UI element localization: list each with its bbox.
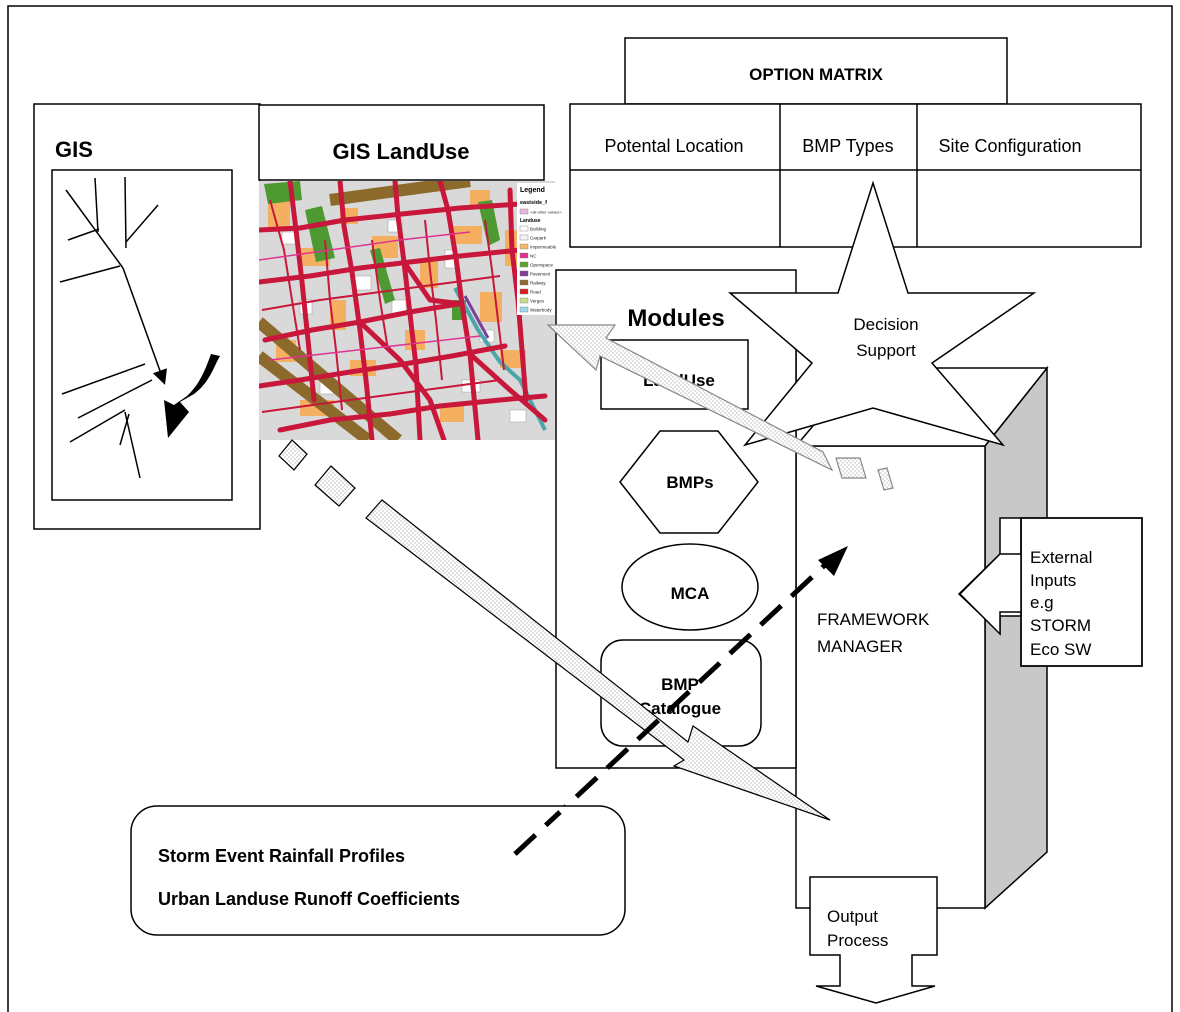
output-process-arrow: Output Process [809, 876, 938, 1004]
legend-field: Landuse [520, 218, 541, 224]
option-matrix-table [569, 103, 1142, 248]
legend-label: Openspace [530, 263, 554, 268]
data-source-rainfall: Storm Event Rainfall Profiles [158, 846, 405, 866]
legend-swatch [519, 261, 529, 268]
legend-swatch [519, 297, 529, 304]
output-process-line-1: Output [827, 907, 878, 926]
external-inputs-line-3: e.g [1030, 593, 1054, 612]
data-sources-box: Storm Event Rainfall Profiles Urban Land… [130, 805, 626, 936]
legend-swatch [519, 279, 529, 286]
legend-swatch [519, 288, 529, 295]
external-inputs-line-4: STORM [1030, 616, 1091, 635]
module-mca-label: MCA [671, 584, 710, 603]
gis-panel: GIS [33, 103, 261, 530]
legend-label: Carpark [530, 236, 547, 241]
legend-swatch [519, 270, 529, 277]
gis-landuse-title: GIS LandUse [333, 139, 470, 164]
external-inputs-box [1020, 517, 1143, 667]
legend-label: Building [530, 227, 547, 232]
legend-label: Railway [530, 281, 547, 286]
curved-flow-arrow-icon [164, 354, 220, 438]
column-site-configuration: Site Configuration [938, 136, 1081, 156]
external-inputs-line-1: External [1030, 548, 1092, 567]
legend-swatch [519, 252, 529, 259]
gis-title: GIS [55, 137, 93, 162]
legend-label: Pavement [530, 272, 551, 277]
decision-support-star: Decision Support [727, 180, 1037, 447]
legend-title: Legend [520, 187, 545, 194]
external-inputs-line-5: Eco SW [1030, 640, 1091, 659]
landuse-map-image [259, 181, 555, 440]
modules-title: Modules [627, 305, 724, 332]
option-matrix-header [624, 37, 1008, 105]
legend-other-values: <all other values> [530, 210, 562, 215]
external-inputs-arrow: External Inputs e.g STORM Eco SW [957, 517, 1143, 667]
column-potental-location: Potental Location [604, 136, 743, 156]
data-to-framework-dashed-arrow [513, 546, 848, 856]
gis-landuse-panel: GIS LandUse [258, 104, 562, 440]
decision-support-line-1: Decision [853, 315, 918, 334]
module-bmp-catalogue-line-2: Catalogue [639, 699, 721, 718]
legend-swatch [519, 243, 529, 250]
column-bmp-types: BMP Types [802, 136, 893, 156]
framework-manager-line-2: MANAGER [817, 637, 903, 656]
gis-landuse-header [258, 104, 545, 181]
drainage-network-icon [59, 176, 167, 479]
data-source-runoff: Urban Landuse Runoff Coefficients [158, 889, 460, 909]
decision-support-line-2: Support [856, 341, 916, 360]
module-bmps [619, 430, 759, 534]
legend-swatch [519, 234, 529, 241]
modules-panel: Modules LandUse BMPs MCA BMP Catalogue [555, 269, 797, 769]
gis-to-framework-arrow [278, 439, 831, 821]
legend-label: Verges [530, 299, 545, 304]
framework-manager-line-1: FRAMEWORK [817, 610, 930, 629]
external-inputs-line-2: Inputs [1030, 571, 1076, 590]
option-matrix-title: OPTION MATRIX [749, 65, 883, 84]
option-matrix: OPTION MATRIX Potental Location BMP Type… [569, 37, 1142, 248]
legend-label: NC [530, 254, 537, 259]
module-mca [621, 543, 759, 631]
legend-label: Road [530, 290, 541, 295]
output-process-line-2: Process [827, 931, 888, 950]
framework-block-front [795, 445, 986, 909]
decision-to-map-arrow [546, 324, 894, 491]
legend-layer: eastside_f [520, 200, 547, 206]
gis-map-frame [51, 169, 233, 501]
module-bmp-catalogue-line-1: BMP [661, 675, 699, 694]
legend-swatch [519, 225, 529, 232]
legend-swatch [519, 306, 529, 313]
outer-frame [7, 5, 1173, 1012]
module-bmps-label: BMPs [666, 473, 713, 492]
legend-label: Waterbody [530, 308, 552, 313]
legend-label: Impermeable [530, 245, 557, 250]
landuse-legend: Legend eastside_f <all other values> Lan… [517, 183, 562, 315]
